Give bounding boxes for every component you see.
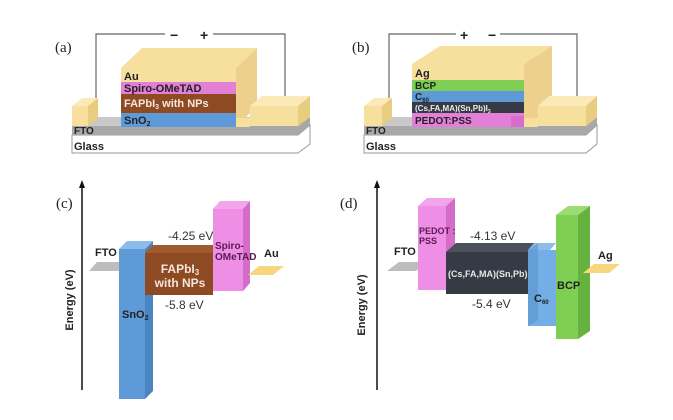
fto-label: FTO [74, 126, 94, 137]
spiro-label-line2: OMeTAD [215, 252, 256, 263]
panel-a-label: (a) [55, 40, 72, 56]
panel-a: (a) − + FTO Glass Au Spiro-OMeTAD FAPbI3… [55, 27, 311, 154]
panel-c: (c) Energy (eV) FTO SnO2 FAPbI3 with NPs… [56, 180, 284, 399]
bcp-layer [412, 80, 524, 91]
left-contact [364, 106, 382, 126]
right-contact [538, 106, 586, 126]
wire-left [388, 33, 456, 120]
panel-d: (d) Energy (eV) FTO PEDOT : PSS (Cs,FA,M… [340, 180, 620, 390]
wire-right [500, 33, 578, 118]
bcp-band [556, 215, 578, 339]
perovskite-label: (Cs,FA,MA)(Sn,Pb)I3 [415, 104, 491, 115]
ag-top [412, 46, 552, 64]
plus-sign: + [200, 27, 208, 43]
spiro-layer [121, 82, 236, 94]
vb-energy-label: -5.4 eV [472, 297, 511, 311]
spiro-label-line1: Spiro- [215, 241, 244, 252]
pedot-label-line2: PSS [419, 236, 437, 246]
wire-left [95, 33, 165, 120]
perovskite-band [446, 252, 528, 294]
energy-axis-label: Energy (eV) [356, 274, 368, 335]
minus-sign: − [488, 27, 496, 43]
fapbi3-label: FAPbI3 [161, 262, 200, 277]
minus-sign: − [170, 27, 178, 43]
c60-layer [412, 91, 524, 102]
axis-arrow-icon [79, 180, 85, 188]
bcp-label: BCP [557, 280, 580, 292]
fapbi3-band [145, 253, 213, 295]
axis-arrow-icon [374, 180, 380, 188]
spiro-band [213, 209, 243, 291]
bcp-label: BCP [415, 81, 436, 92]
fapbi3-layer [121, 94, 236, 113]
cb-energy-label: -4.13 eV [470, 229, 515, 243]
vb-energy-label: -5.8 eV [165, 298, 204, 312]
plus-sign: + [460, 27, 468, 43]
ag-level [583, 264, 620, 273]
cb-energy-label: -4.25 eV [168, 229, 213, 243]
sno2-band [119, 249, 145, 399]
au-top-layer [121, 68, 236, 82]
panel-b: (b) + − FTO Glass Ag BCP C60 (Cs,FA,MA)(… [352, 27, 598, 154]
fapbi3-label: FAPbI3 with NPs [124, 98, 209, 111]
spiro-label: Spiro-OMeTAD [124, 83, 201, 95]
panel-d-label: (d) [340, 196, 358, 212]
fto-label: FTO [394, 246, 416, 258]
sno2-label: SnO2 [122, 309, 149, 322]
au-top [121, 48, 257, 68]
fto-label: FTO [366, 126, 386, 137]
c60-label: C60 [415, 92, 430, 104]
pedot-label-line1: PEDOT : [419, 226, 456, 236]
panel-b-label: (b) [352, 40, 370, 56]
pedot-layer [412, 113, 524, 127]
sno2-layer [121, 113, 236, 127]
right-contact [250, 106, 298, 126]
glass-label: Glass [366, 141, 396, 153]
with-nps-label: with NPs [154, 276, 206, 290]
fto-level [387, 262, 428, 271]
au-level [248, 266, 284, 275]
au-label: Au [264, 248, 279, 260]
perovskite-layer [412, 102, 524, 113]
ag-label: Ag [415, 68, 430, 80]
pedot-label: PEDOT:PSS [415, 116, 472, 127]
energy-axis-label: Energy (eV) [64, 269, 76, 330]
left-contact [72, 106, 88, 126]
glass-label: Glass [74, 141, 104, 153]
fto-label: FTO [95, 247, 117, 259]
panel-c-label: (c) [56, 196, 73, 212]
wire-right [213, 33, 286, 118]
ag-top-layer [412, 64, 524, 80]
pedot-band [418, 206, 446, 290]
ag-label: Ag [598, 250, 613, 262]
c60-label: C60 [534, 293, 549, 306]
au-label: Au [124, 71, 139, 83]
sno2-label: SnO2 [124, 115, 151, 128]
